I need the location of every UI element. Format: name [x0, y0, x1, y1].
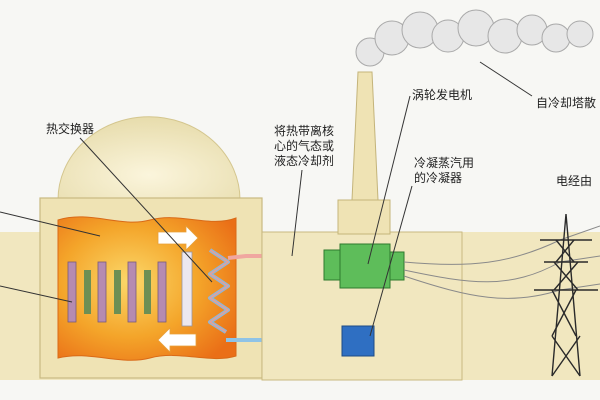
- fuel-rods: [67, 251, 193, 327]
- pylon-icon: [534, 213, 598, 377]
- label-coolant: 将热带离核心的气态或液态冷却剂: [274, 124, 335, 168]
- label-cooling-tower: 自冷却塔散: [536, 96, 597, 110]
- containment-dome: [57, 116, 241, 201]
- condenser: [341, 325, 375, 357]
- ground-base: [0, 380, 600, 400]
- power-line-2: [403, 255, 600, 283]
- leader-lines: [0, 61, 533, 337]
- label-heat-exchanger: 热交换器: [46, 122, 95, 136]
- label-condenser: 冷凝蒸汽用的冷凝器: [414, 156, 475, 185]
- label-power-line: 电经由: [556, 174, 593, 188]
- label-turbine: 涡轮发电机: [412, 88, 473, 102]
- steam-cloud: [355, 9, 594, 67]
- power-line-1: [403, 225, 600, 265]
- turbine-left: [323, 249, 341, 281]
- chimney: [351, 71, 379, 201]
- chimney-base: [337, 199, 391, 235]
- arrow-left-icon: [157, 327, 197, 353]
- arrow-right-icon: [157, 225, 199, 251]
- turbine-generator: [339, 243, 391, 289]
